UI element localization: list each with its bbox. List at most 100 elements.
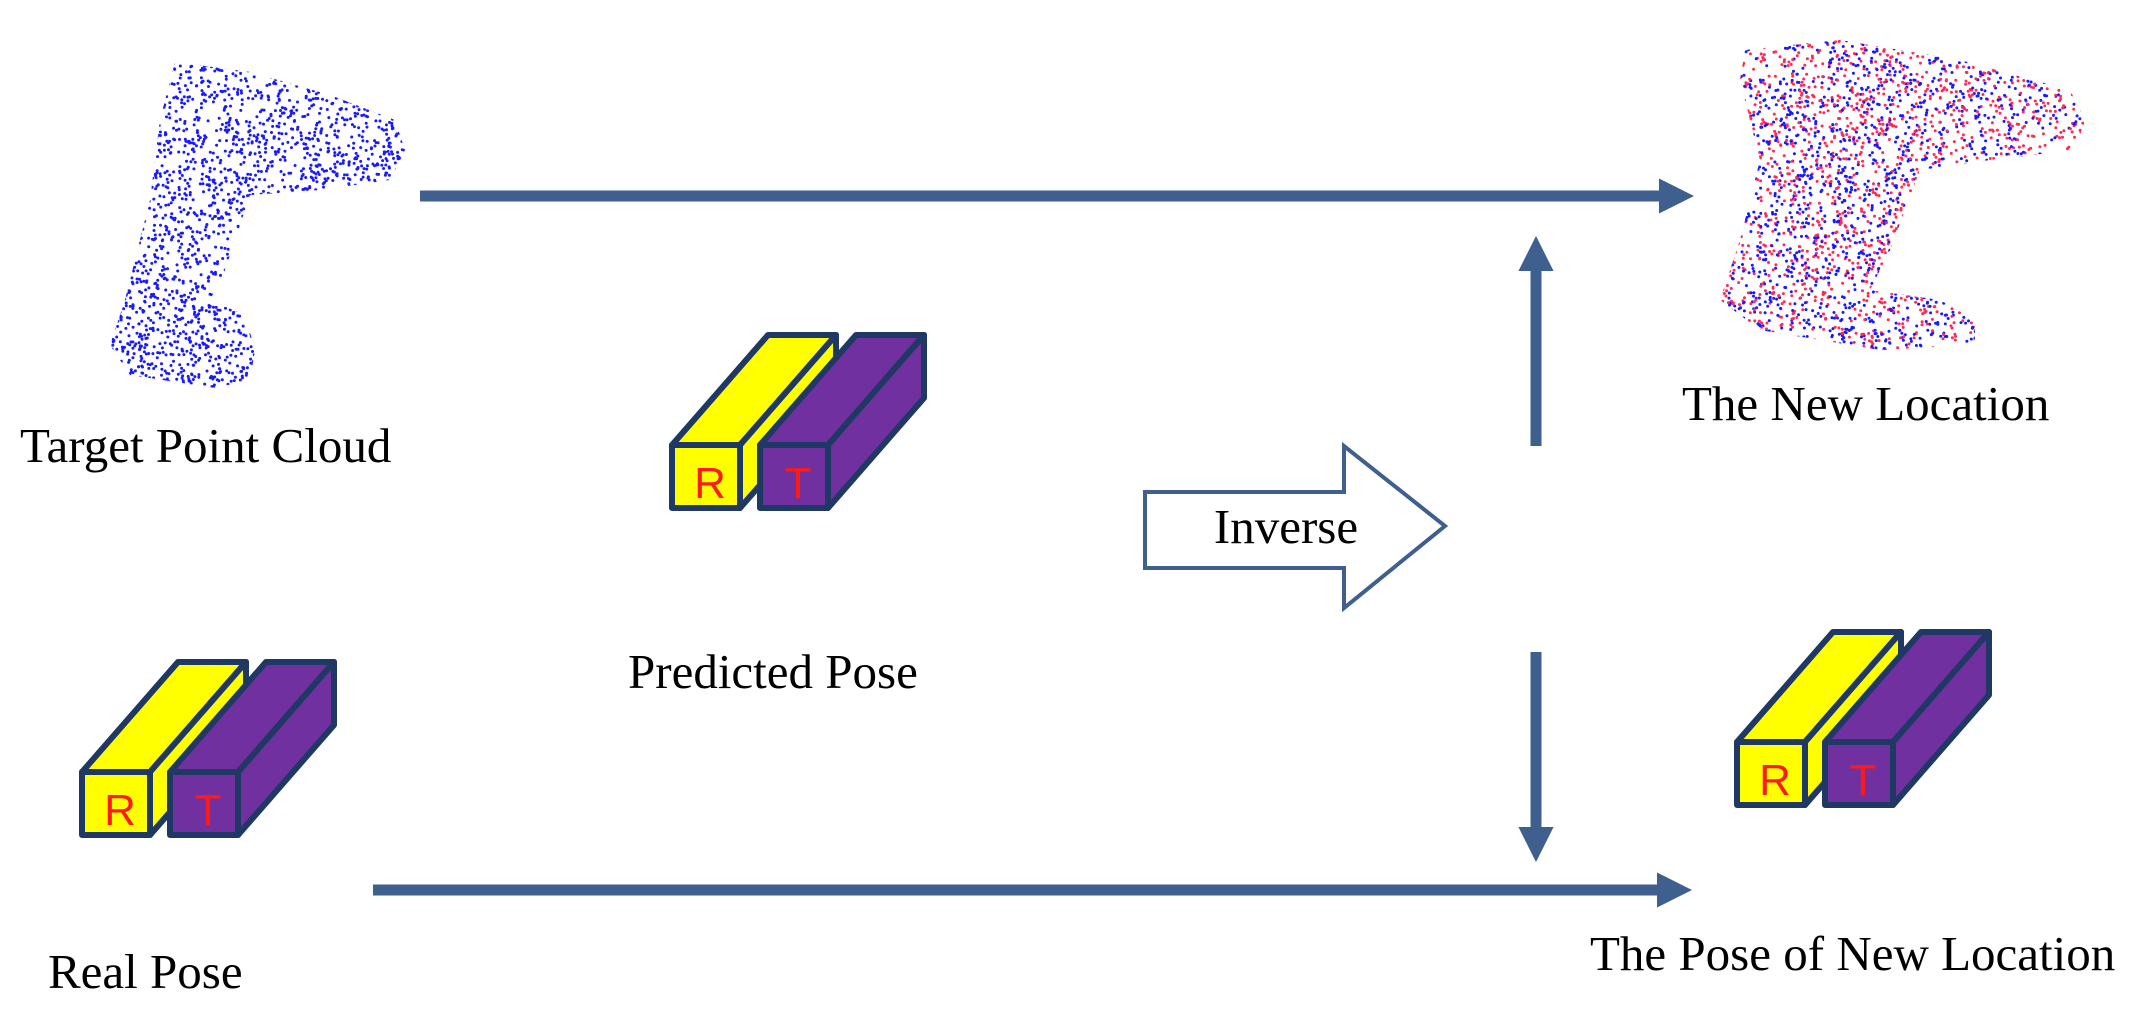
cloud-point bbox=[318, 216, 322, 220]
cloud-point bbox=[1973, 152, 1977, 156]
cloud-point bbox=[2020, 323, 2024, 326]
cloud-point bbox=[1782, 184, 1786, 188]
cloud-point bbox=[388, 285, 392, 289]
cloud-point bbox=[207, 279, 210, 283]
cloud-point bbox=[1900, 178, 1903, 181]
cloud-point bbox=[133, 183, 137, 187]
cloud-point bbox=[265, 58, 268, 61]
cloud-point bbox=[112, 228, 116, 232]
cloud-point bbox=[1720, 289, 1724, 293]
cloud-point bbox=[1844, 49, 1848, 53]
cloud-point bbox=[276, 150, 280, 154]
cloud-point bbox=[2035, 117, 2039, 120]
cloud-point bbox=[216, 232, 220, 236]
cloud-point bbox=[191, 344, 195, 348]
cloud-point bbox=[286, 140, 290, 144]
cloud-point bbox=[314, 377, 318, 381]
cloud-point bbox=[1961, 133, 1965, 137]
cloud-point bbox=[378, 343, 382, 347]
cloud-point bbox=[121, 290, 125, 294]
cloud-point bbox=[141, 164, 145, 168]
cloud-point bbox=[1836, 99, 1840, 103]
cloud-point bbox=[296, 127, 299, 131]
cloud-point bbox=[307, 81, 311, 85]
cloud-point bbox=[248, 224, 252, 228]
cloud-point bbox=[1797, 250, 1801, 253]
cloud-point bbox=[1731, 102, 1734, 106]
cloud-point bbox=[110, 152, 113, 156]
cloud-point bbox=[199, 76, 203, 80]
cloud-point bbox=[333, 129, 337, 133]
cloud-point bbox=[156, 99, 160, 103]
cloud-point bbox=[1803, 344, 1807, 348]
cloud-point bbox=[224, 179, 228, 183]
cloud-point bbox=[1870, 123, 1874, 127]
cloud-point bbox=[2054, 258, 2058, 262]
cloud-point bbox=[165, 115, 168, 119]
cloud-point bbox=[178, 363, 182, 367]
cloud-point bbox=[332, 147, 336, 151]
cloud-point bbox=[246, 215, 249, 219]
cloud-point bbox=[1879, 201, 1883, 205]
cloud-point bbox=[242, 383, 246, 386]
cloud-point bbox=[221, 62, 224, 63]
cloud-point bbox=[110, 161, 111, 165]
cloud-point bbox=[1980, 127, 1984, 131]
cloud-point bbox=[126, 352, 130, 356]
cloud-point bbox=[117, 135, 120, 139]
cloud-point bbox=[208, 204, 211, 208]
cloud-point bbox=[1895, 244, 1899, 248]
cloud-point bbox=[253, 276, 257, 280]
cloud-point bbox=[1732, 166, 1736, 170]
cloud-point bbox=[1982, 180, 1986, 184]
cloud-point bbox=[2080, 103, 2084, 107]
cloud-point bbox=[188, 242, 192, 246]
cloud-point bbox=[1796, 279, 1800, 283]
cloud-point bbox=[159, 205, 163, 209]
cloud-point bbox=[229, 206, 232, 210]
cloud-point bbox=[333, 154, 337, 158]
cloud-point bbox=[1738, 43, 1741, 47]
cloud-point bbox=[323, 210, 327, 213]
cloud-point bbox=[1729, 43, 1732, 47]
cloud-point bbox=[1928, 94, 1932, 98]
cloud-point bbox=[306, 83, 310, 87]
cloud-point bbox=[351, 240, 355, 244]
cloud-point bbox=[106, 300, 109, 303]
cloud-point bbox=[344, 67, 348, 71]
cloud-point bbox=[1928, 218, 1932, 222]
cloud-point bbox=[206, 387, 210, 388]
cloud-point bbox=[291, 280, 295, 284]
cloud-point bbox=[1774, 89, 1778, 92]
cloud-point bbox=[207, 188, 211, 192]
cloud-point bbox=[186, 55, 189, 58]
cloud-point bbox=[283, 315, 287, 319]
cloud-point bbox=[1855, 102, 1859, 106]
cloud-point bbox=[1876, 279, 1880, 283]
cloud-point bbox=[2052, 207, 2056, 211]
cloud-point bbox=[248, 89, 252, 93]
cloud-point bbox=[2007, 163, 2011, 167]
cloud-point bbox=[307, 233, 311, 236]
cloud-point bbox=[193, 252, 197, 256]
cloud-point bbox=[1735, 243, 1739, 247]
cloud-point bbox=[2077, 314, 2081, 318]
cloud-point bbox=[1813, 85, 1817, 89]
cloud-point bbox=[2059, 159, 2063, 163]
cloud-point bbox=[1926, 176, 1930, 180]
cloud-point bbox=[117, 310, 121, 313]
cloud-point bbox=[1720, 129, 1721, 133]
cloud-point bbox=[385, 270, 389, 274]
cloud-point bbox=[340, 306, 344, 310]
cloud-point bbox=[246, 294, 250, 298]
cloud-point bbox=[1972, 287, 1976, 291]
cloud-point bbox=[317, 276, 321, 280]
cloud-point bbox=[191, 198, 195, 202]
cloud-point bbox=[1974, 114, 1978, 118]
cloud-point bbox=[137, 341, 141, 345]
cloud-point bbox=[302, 147, 306, 151]
cloud-point bbox=[1897, 304, 1901, 308]
cloud-point bbox=[292, 119, 296, 123]
cloud-point bbox=[177, 188, 181, 192]
cloud-point bbox=[2079, 155, 2083, 159]
